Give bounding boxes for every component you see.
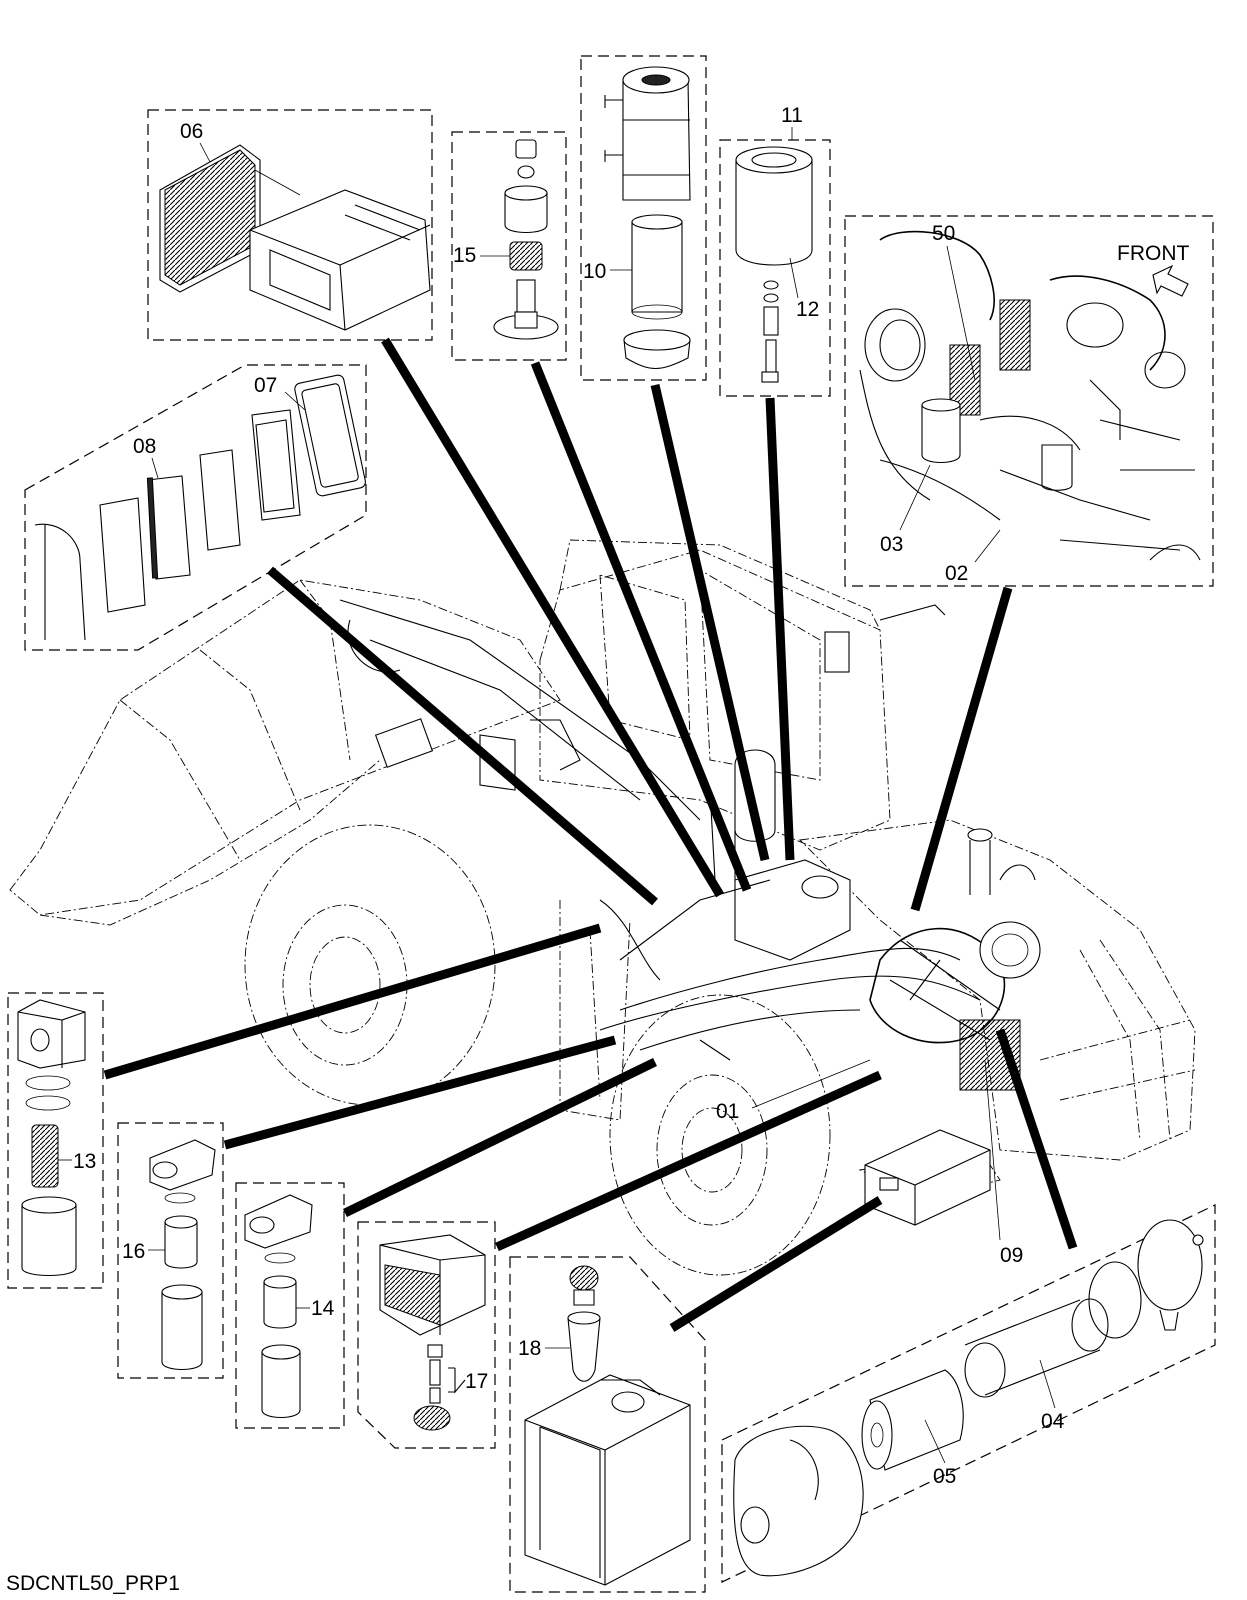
inset-box-04-05 xyxy=(721,1204,1216,1583)
callout-labels: 01 02 03 04 05 06 07 08 09 10 11 12 13 1… xyxy=(6,104,1189,1595)
callout-15: 15 xyxy=(453,244,476,267)
wheel-loader-drawing xyxy=(9,539,1196,1276)
leader-lines xyxy=(103,337,1078,1332)
callout-16: 16 xyxy=(122,1240,145,1263)
inset-box-07-08 xyxy=(24,364,367,651)
diagram-code: SDCNTL50_PRP1 xyxy=(6,1572,180,1595)
callout-10: 10 xyxy=(583,260,606,283)
callout-13: 13 xyxy=(73,1150,96,1173)
front-direction-arrow xyxy=(1152,264,1189,297)
callout-02: 02 xyxy=(945,562,968,585)
inset-box-11 xyxy=(719,139,831,397)
callout-08: 08 xyxy=(133,435,156,458)
inset-box-10 xyxy=(580,55,707,381)
inset-box-15 xyxy=(451,131,567,361)
inset-box-13 xyxy=(7,992,104,1289)
callout-50: 50 xyxy=(932,222,955,245)
callout-18: 18 xyxy=(518,1337,541,1360)
callout-09: 09 xyxy=(1000,1244,1023,1267)
callout-03: 03 xyxy=(880,533,903,556)
inset-box-17 xyxy=(357,1221,496,1449)
callout-01: 01 xyxy=(716,1100,739,1123)
callout-04: 04 xyxy=(1041,1410,1065,1433)
callout-07: 07 xyxy=(254,374,277,397)
front-label: FRONT xyxy=(1117,242,1189,265)
inset-box-16 xyxy=(117,1122,224,1379)
inset-box-18 xyxy=(509,1256,706,1593)
inset-box-engine-50 xyxy=(844,215,1214,587)
callout-05: 05 xyxy=(933,1465,956,1488)
callout-17: 17 xyxy=(465,1370,488,1393)
inset-box-14 xyxy=(235,1182,345,1429)
callout-12: 12 xyxy=(796,298,819,321)
callout-06: 06 xyxy=(180,120,203,143)
callout-14: 14 xyxy=(311,1297,335,1320)
inset-box-06 xyxy=(147,109,433,341)
callout-11: 11 xyxy=(781,104,803,127)
